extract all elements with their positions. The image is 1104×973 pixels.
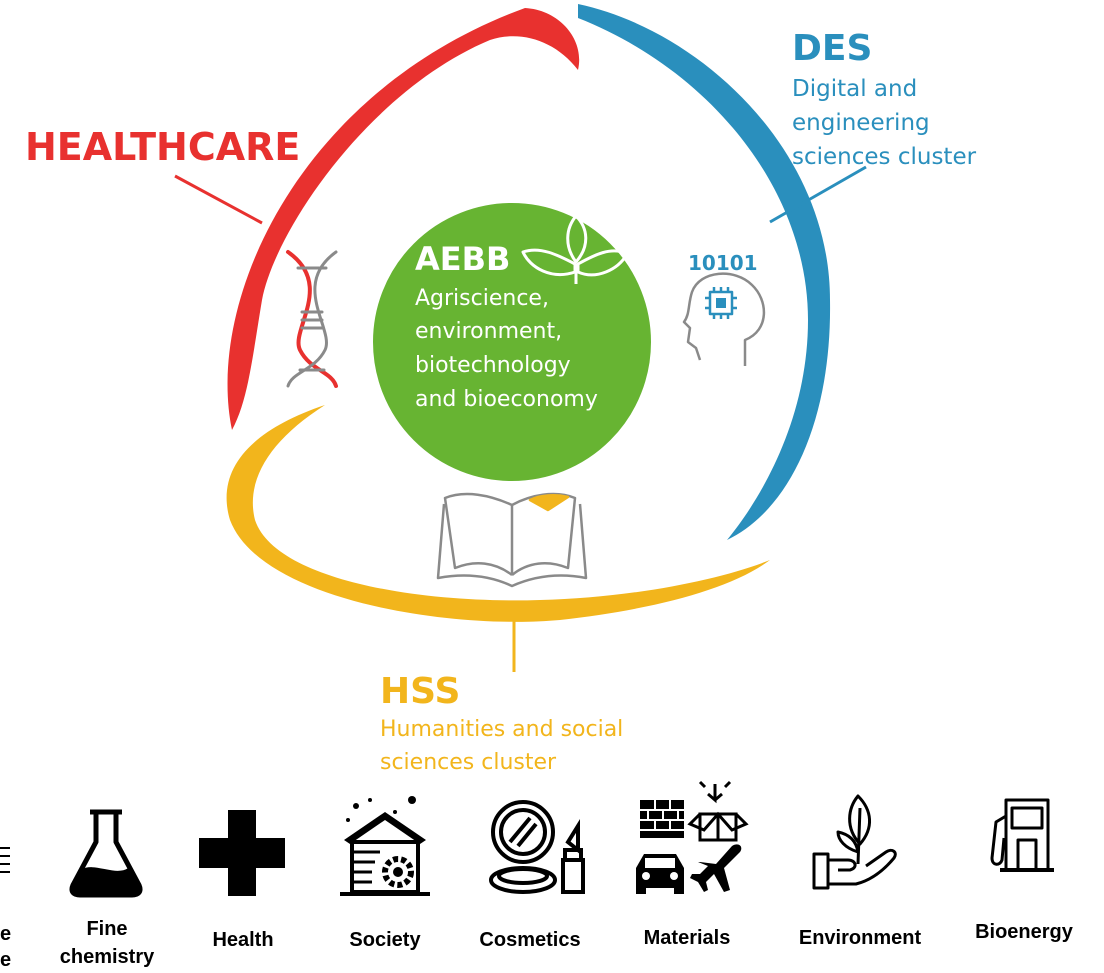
healthcare-title: HEALTHCARE: [25, 125, 300, 169]
materials-icon: [636, 780, 749, 894]
aebb-subtitle-line-3: biotechnology: [415, 353, 571, 378]
leaf-icon: [521, 214, 629, 284]
sector-label-bioenergy: Bioenergy: [975, 921, 1074, 943]
binary-label: 10101: [688, 251, 758, 275]
book-icon: [436, 492, 588, 588]
aebb-circle: [367, 197, 657, 487]
sector-label-fine-chemistry-1: Fine: [86, 918, 127, 940]
sector-label-environment: Environment: [799, 927, 922, 949]
sector-label-cosmetics: Cosmetics: [479, 929, 580, 951]
hss-subtitle-line-2: sciences cluster: [380, 750, 557, 775]
healthcare-arc: [174, 8, 580, 430]
dna-icon: [286, 250, 338, 388]
sector-label-materials: Materials: [644, 927, 731, 949]
head-chip-icon: [682, 272, 766, 366]
sector-label-society: Society: [349, 929, 421, 951]
hss-arc: [226, 405, 771, 672]
des-arc: [578, 4, 867, 540]
house-gear-icon: [340, 796, 430, 896]
compact-lipstick-icon: [489, 800, 585, 894]
aebb-subtitle-line-4: and bioeconomy: [415, 387, 598, 412]
medical-cross-icon: [199, 810, 285, 896]
aebb-subtitle-line-1: Agriscience,: [415, 286, 549, 311]
des-subtitle-line-3: sciences cluster: [792, 144, 977, 170]
sector-label-cutoff-2: e: [0, 949, 11, 971]
fuel-pump-icon: [990, 798, 1054, 872]
sector-label-health: Health: [212, 929, 273, 951]
des-title: DES: [792, 28, 872, 69]
hss-title: HSS: [380, 671, 460, 712]
sector-label-cutoff-1: e: [0, 923, 11, 945]
hand-plant-icon: [812, 794, 897, 890]
sector-label-fine-chemistry-2: chemistry: [60, 946, 155, 968]
aebb-title: AEBB: [415, 240, 510, 278]
hss-subtitle-line-1: Humanities and social: [380, 717, 623, 742]
des-subtitle-line-1: Digital and: [792, 76, 917, 102]
des-subtitle-line-2: engineering: [792, 110, 930, 136]
aebb-subtitle-line-2: environment,: [415, 319, 562, 344]
cut-off-icon: [0, 847, 10, 873]
flask-icon: [69, 809, 143, 898]
